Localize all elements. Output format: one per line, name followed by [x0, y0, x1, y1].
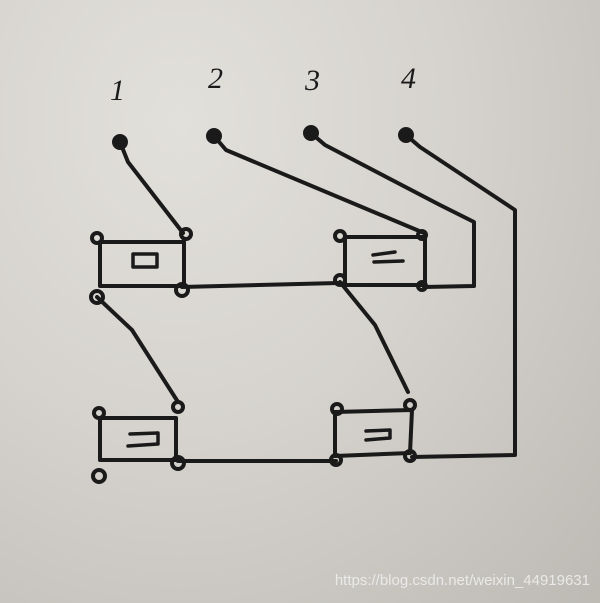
label-1: 1	[110, 74, 125, 107]
wire-3-loop	[309, 131, 476, 289]
wire-4-loop	[404, 133, 517, 459]
label-3: 3	[304, 64, 320, 97]
top-left-switch	[89, 227, 193, 305]
wire-right-diagonal	[338, 280, 410, 394]
label-4: 4	[401, 62, 416, 95]
wire-left-diagonal	[95, 295, 180, 404]
wire-top-horizontal	[180, 281, 340, 289]
watermark: https://blog.csdn.net/weixin_44919631	[334, 572, 590, 589]
wire-2-to-top-right	[212, 134, 426, 235]
bottom-right-switch	[329, 398, 417, 467]
terminal-labels: 1 2 3 4	[110, 62, 416, 107]
terminal-dots	[112, 125, 414, 150]
label-2: 2	[208, 62, 223, 95]
top-right-switch	[333, 229, 428, 292]
wire-1-to-top-left	[118, 140, 185, 235]
bottom-left-switch	[91, 400, 186, 484]
